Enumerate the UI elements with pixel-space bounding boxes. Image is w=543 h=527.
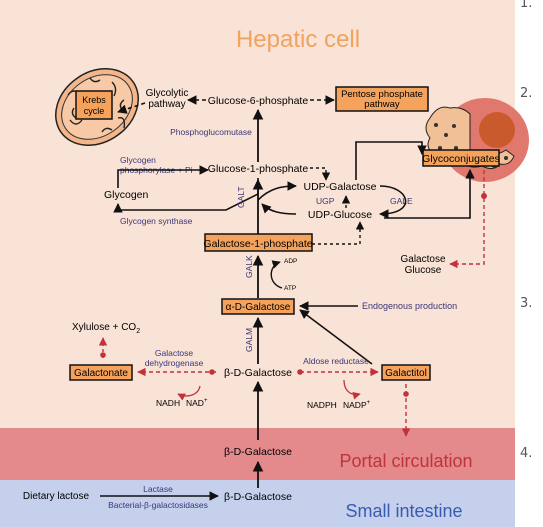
arrow-udp-glucose-to-galt <box>261 203 297 215</box>
golgi-cell-icon <box>425 98 529 182</box>
nad-label: NAD+ <box>186 398 208 408</box>
beta-galactose-portal-label: β-D-Galactose <box>224 446 292 458</box>
alpha-galactose-box <box>221 298 295 315</box>
glycoconjugates-box <box>422 149 500 167</box>
atp-adp-arrow <box>270 260 283 289</box>
arrow-udp-galactose-to-glycoconjugates <box>355 141 427 180</box>
adp-label: ADP <box>284 258 297 265</box>
gale-label: GALE <box>390 196 413 206</box>
side-number-2: 2. <box>520 86 533 101</box>
ugp-label: UGP <box>316 196 335 206</box>
nadp-label: NADP+ <box>343 400 371 410</box>
arrow-gal1p-dashed-to-udp <box>312 221 365 245</box>
aldose-reductase-label: Aldose reductase <box>303 356 369 366</box>
red-dot-galactonate <box>100 352 106 358</box>
red-dot-galactitol-branch <box>297 369 303 375</box>
small-intestine-title: Small intestine <box>345 501 462 521</box>
pentose-phosphate-box <box>335 86 429 112</box>
galt-label: GALT <box>236 186 246 208</box>
glycoconjugates-label: Glycoconjugates <box>422 153 500 165</box>
side-number-3: 3. <box>520 296 533 311</box>
arrow-galactitol-to-alpha-gal <box>299 309 373 365</box>
side-number-4: 4. <box>520 446 533 461</box>
nadh-label: NADH <box>156 398 180 408</box>
glucose-1-phosphate-label: Glucose-1-phosphate <box>208 163 309 175</box>
side-number-1: 1. <box>520 0 533 11</box>
beta-galactose-intestine-label: β-D-Galactose <box>224 491 292 503</box>
xylulose-co2-label: Xylulose + CO2 <box>72 322 140 335</box>
arrow-glycogen-to-g1p <box>117 165 209 188</box>
galactose-1-phosphate-label: Galactose-1-phosphate <box>203 238 312 250</box>
udp-galactose-label: UDP-Galactose <box>304 181 377 193</box>
arrow-galt-to-udp-galactose <box>257 181 297 201</box>
arrow-udp-glucose-to-glycoconjugates <box>384 169 475 219</box>
alpha-galactose-label: α-D-Galactose <box>226 302 291 313</box>
galactitol-label: Galactitol <box>385 368 427 379</box>
udp-glucose-label: UDP-Glucose <box>308 209 372 221</box>
dietary-lactose-label: Dietary lactose <box>23 491 90 502</box>
lactase-label: Lactase <box>143 484 173 494</box>
galm-label: GALM <box>244 328 254 352</box>
gale-cycle-arrow <box>379 185 407 219</box>
galk-label: GALK <box>244 255 254 278</box>
krebs-cycle-box <box>75 90 113 120</box>
portal-circulation-title: Portal circulation <box>339 451 472 471</box>
red-dot-galactitol <box>403 391 409 397</box>
glycogen-label: Glycogen <box>104 189 149 201</box>
arrow-g1p-dashed-to-udp <box>310 167 331 181</box>
nadph-label: NADPH <box>307 400 337 410</box>
red-dot-glycoconjugates <box>481 193 487 199</box>
arrow-glycolytic-to-krebs <box>117 102 146 114</box>
galactonate-box <box>69 364 133 381</box>
hepatic-cell-title: Hepatic cell <box>236 26 360 53</box>
atp-label: ATP <box>284 285 296 292</box>
glycogen-synthase-label: Glycogen synthase <box>120 216 193 226</box>
galactose-out-label: Galactose <box>400 254 445 265</box>
galactitol-box <box>381 364 431 381</box>
glucose-out-label: Glucose <box>405 265 442 276</box>
beta-galactose-label: β-D-Galactose <box>224 367 292 379</box>
red-dot-galactonate-branch <box>209 369 215 375</box>
nadph-nadp-arrow <box>343 379 361 400</box>
galactonate-label: Galactonate <box>74 368 128 379</box>
phosphoglucomutase-label: Phosphoglucomutase <box>170 127 252 137</box>
nad-nadh-arrow <box>177 385 201 401</box>
arrow-glycoconjugates-to-monosaccharides <box>449 170 485 269</box>
endogenous-production-label: Endogenous production <box>362 301 457 311</box>
glucose-6-phosphate-label: Glucose-6-phosphate <box>208 95 309 107</box>
galactose-1-phosphate-box <box>204 233 313 252</box>
bacterial-galactosidases-label: Bacterial-β-galactosidases <box>108 500 208 510</box>
